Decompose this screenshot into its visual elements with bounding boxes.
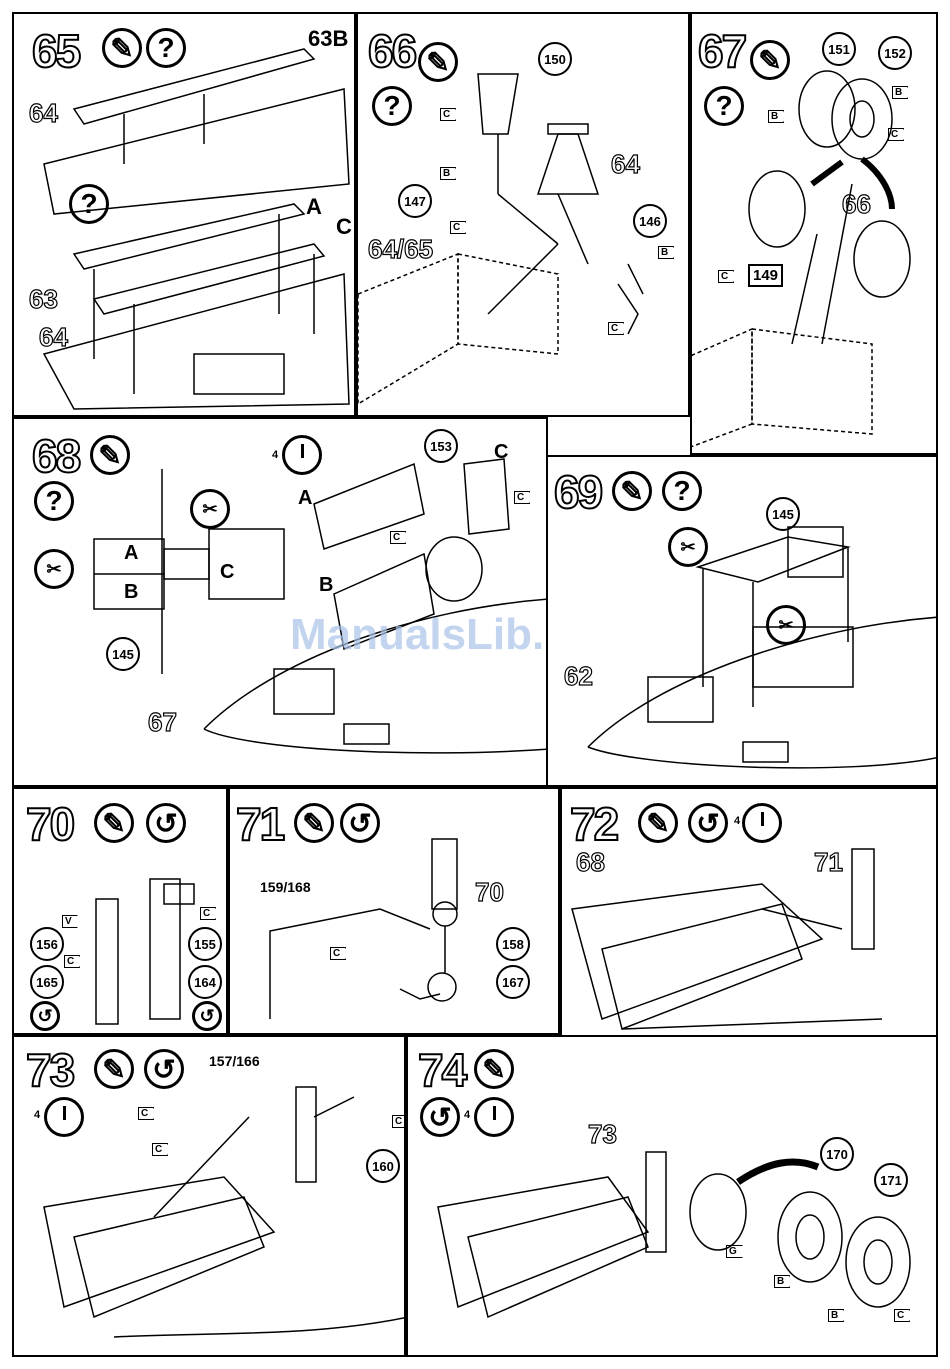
- step-65-panel: 65 ✎ ? 63B 64 A C 63 64 ?: [12, 12, 356, 417]
- cockpit-floor-drawing: [548, 457, 938, 787]
- step-70-panel: 70 ✎ ↺ 156 155 165 164 V C C ↺ ↺: [12, 787, 228, 1035]
- landing-gear-drawing: [358, 14, 690, 417]
- step-66-panel: 66 ✎ ? 150 64 147 146 64/65 C B C B C: [356, 12, 690, 417]
- wheel-assembly-drawing: [692, 14, 938, 455]
- gear-leg-drawing: [230, 789, 560, 1035]
- step-68-panel: 68 ✎ ? 4 153 A C B 145 67 A B C C C ✂ ✂: [12, 417, 548, 787]
- wing-assembly-drawing: [14, 14, 356, 417]
- step-74-panel: 74 ✎ ↺ 4 73 170 171 G B B C: [406, 1035, 938, 1357]
- strut-drawing: [14, 789, 228, 1035]
- step-67-panel: 67 ✎ ? 151 152 66 149 66 B B C C: [690, 12, 938, 455]
- step-73-panel: 73 ✎ ↺ 4 157/166 160 C C C: [12, 1035, 406, 1357]
- step-69-panel: 69 ✎ ? 145 62 ✂ ✂: [546, 455, 938, 787]
- gear-bay-drawing: [14, 1037, 406, 1357]
- wheel-install-drawing: [408, 1037, 938, 1357]
- canopy-door-drawing: [14, 419, 548, 787]
- step-71-panel: 71 ✎ ↺ 159/168 70 158 167 C: [228, 787, 560, 1035]
